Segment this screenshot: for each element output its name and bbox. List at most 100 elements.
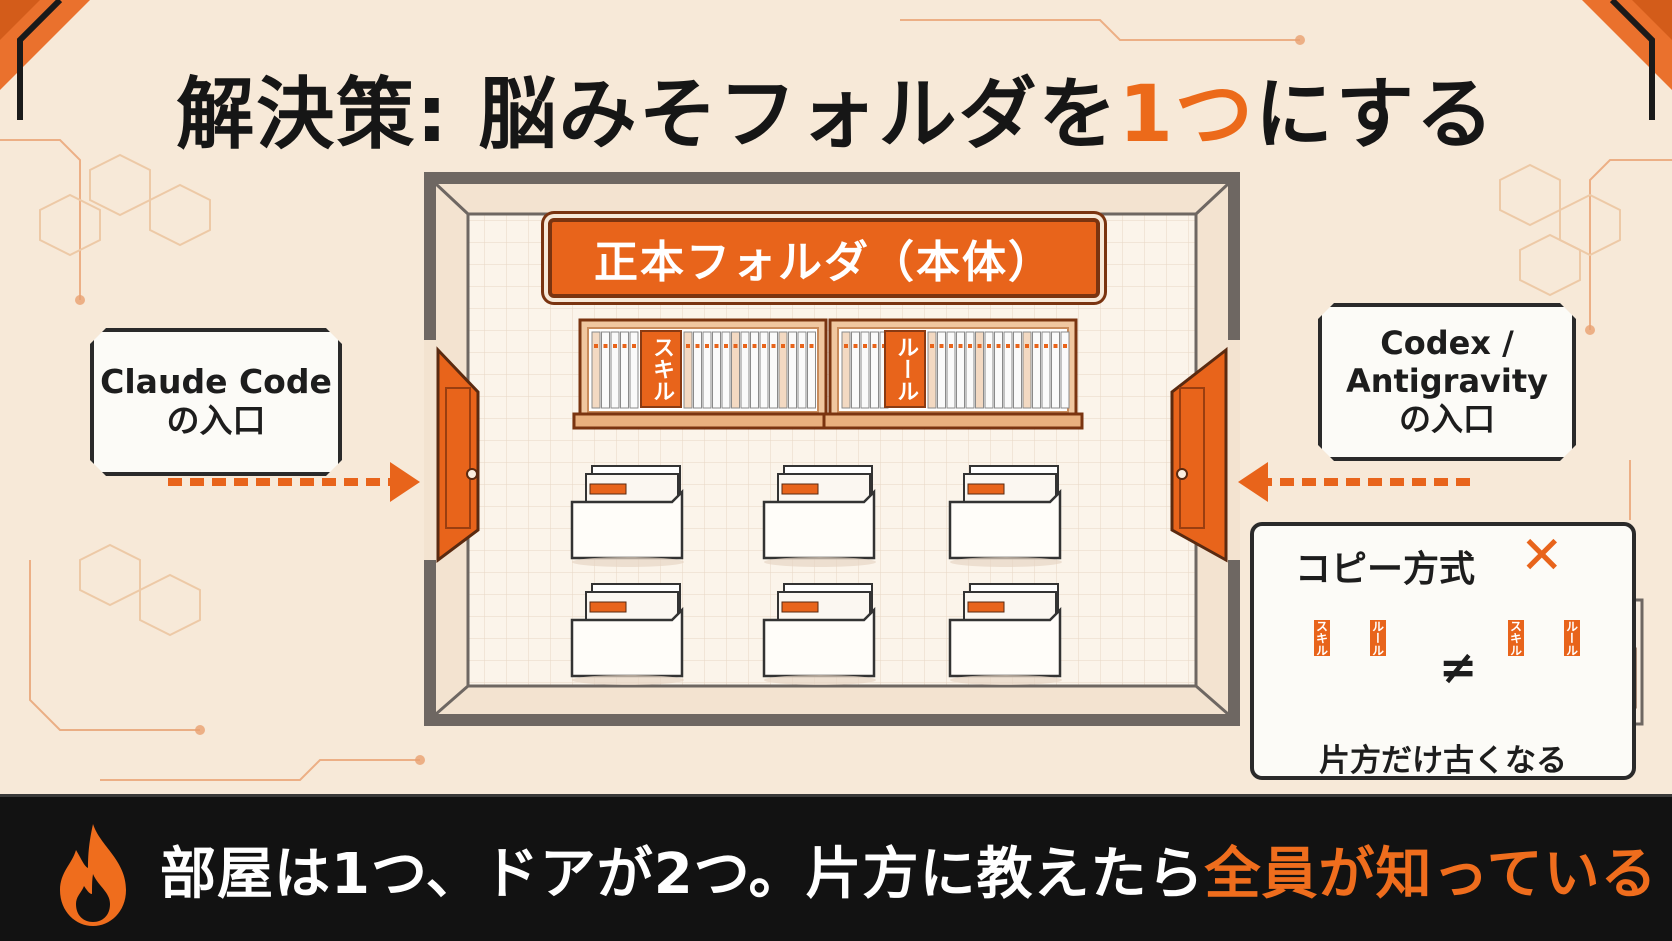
book-spine-mark [622, 344, 627, 348]
book-spine-mark [771, 344, 776, 348]
book-spine-mark [1063, 344, 1067, 348]
mini-label-rule-left: ルール [1370, 620, 1386, 656]
book-spine [1003, 331, 1013, 409]
book-spine [984, 331, 994, 409]
copy-method-title: コピー方式 [1295, 549, 1476, 590]
entry-left-line2: の入口 [166, 401, 266, 440]
book-spine [841, 331, 851, 409]
book-spine [601, 331, 610, 409]
book-spine-mark [594, 344, 598, 348]
entry-left-line1: Claude Code [100, 362, 332, 402]
book-spine-mark [743, 344, 747, 348]
book-spine [851, 331, 860, 409]
book-spine-mark [863, 344, 867, 348]
mini-label-skill-right: スキル [1508, 620, 1524, 656]
book-spine-mark [752, 344, 757, 348]
book-spine [975, 331, 984, 409]
book-spine [946, 331, 956, 409]
arrow-left-icon [1238, 462, 1470, 502]
book-spine-mark [844, 344, 848, 348]
bottom-banner [0, 794, 1672, 941]
entry-right-line3: の入口 [1398, 399, 1495, 438]
book-spine [683, 331, 693, 409]
book-spine [740, 331, 750, 409]
book-spine [1060, 331, 1070, 409]
book-spine [610, 331, 620, 409]
entry-right-line2: Antigravity [1345, 362, 1549, 401]
title-accent: 1つ [1118, 70, 1255, 160]
banner-prefix: 部屋は1つ、ドアが2つ。片方に教えたら [160, 841, 1205, 907]
book-spine-mark [705, 344, 709, 348]
book-spine [1051, 331, 1060, 409]
copy-method-caption: 片方だけ古くなる [1319, 743, 1567, 779]
folder-icon [762, 465, 876, 567]
book-spine-mark [733, 344, 738, 348]
shelf-label-rule: ルール [884, 330, 926, 408]
book-spine-mark [1015, 344, 1020, 348]
book-spine [712, 331, 721, 409]
folder-icon [570, 583, 684, 685]
book-spine-mark [695, 344, 700, 348]
shelf-label-skill: スキル [640, 330, 682, 408]
book-spine-mark [930, 344, 934, 348]
book-spine-mark [1044, 344, 1048, 348]
bookshelf-icon [822, 318, 1084, 430]
page-title: 解決策: 脳みそフォルダを1つにする [0, 52, 1672, 164]
folder-icon [948, 583, 1062, 685]
book-spine [927, 331, 937, 409]
arrow-right-icon [168, 462, 420, 502]
book-spine-mark [853, 344, 858, 348]
book-spine [629, 331, 639, 409]
book-spine-mark [1006, 344, 1010, 348]
book-spine-mark [1053, 344, 1058, 348]
book-spine-mark [714, 344, 719, 348]
folder-icon [570, 465, 684, 567]
book-spine [937, 331, 946, 409]
book-spine-mark [603, 344, 608, 348]
book-spine [759, 331, 769, 409]
book-spine-mark [1025, 344, 1029, 348]
book-spine [1022, 331, 1032, 409]
not-equal-sign: ≠ [1438, 640, 1478, 694]
entry-claude-code: Claude Code の入口 [90, 328, 342, 476]
book-spine-mark [949, 344, 953, 348]
room-label: 正本フォルダ（本体） [548, 218, 1100, 298]
book-spine-mark [968, 344, 972, 348]
book-spine [870, 331, 879, 409]
book-spine-mark [977, 344, 982, 348]
bookshelf-icon [572, 318, 834, 430]
book-spine [620, 331, 629, 409]
book-spine-mark [996, 344, 1001, 348]
book-spine-mark [800, 344, 804, 348]
book-spine-mark [809, 344, 814, 348]
book-spine [721, 331, 731, 409]
book-spine [731, 331, 740, 409]
book-spine [797, 331, 807, 409]
book-spine-mark [939, 344, 944, 348]
cross-icon: ✕ [1520, 526, 1564, 586]
book-spine [778, 331, 788, 409]
book-spine [1013, 331, 1022, 409]
entry-codex-antigravity: Codex / Antigravity の入口 [1318, 303, 1576, 461]
book-spine-mark [790, 344, 795, 348]
door-icon [1170, 346, 1228, 563]
book-spine-mark [686, 344, 690, 348]
book-spine [702, 331, 712, 409]
book-spine [788, 331, 797, 409]
book-spine-mark [762, 344, 766, 348]
book-spine [965, 331, 975, 409]
banner-message: 部屋は1つ、ドアが2つ。片方に教えたら全員が知っている [160, 814, 1660, 924]
book-spine [769, 331, 778, 409]
book-spine-mark [632, 344, 636, 348]
book-spine-mark [724, 344, 728, 348]
book-spine-mark [958, 344, 963, 348]
banner-accent: 全員が知っている [1204, 841, 1658, 907]
folder-icon [948, 465, 1062, 567]
flame-icon [60, 824, 126, 926]
book-spine [956, 331, 965, 409]
title-prefix: 解決策: 脳みそフォルダを [176, 70, 1119, 160]
book-spine [591, 331, 601, 409]
mini-label-rule-right: ルール [1564, 620, 1580, 656]
book-spine [750, 331, 759, 409]
